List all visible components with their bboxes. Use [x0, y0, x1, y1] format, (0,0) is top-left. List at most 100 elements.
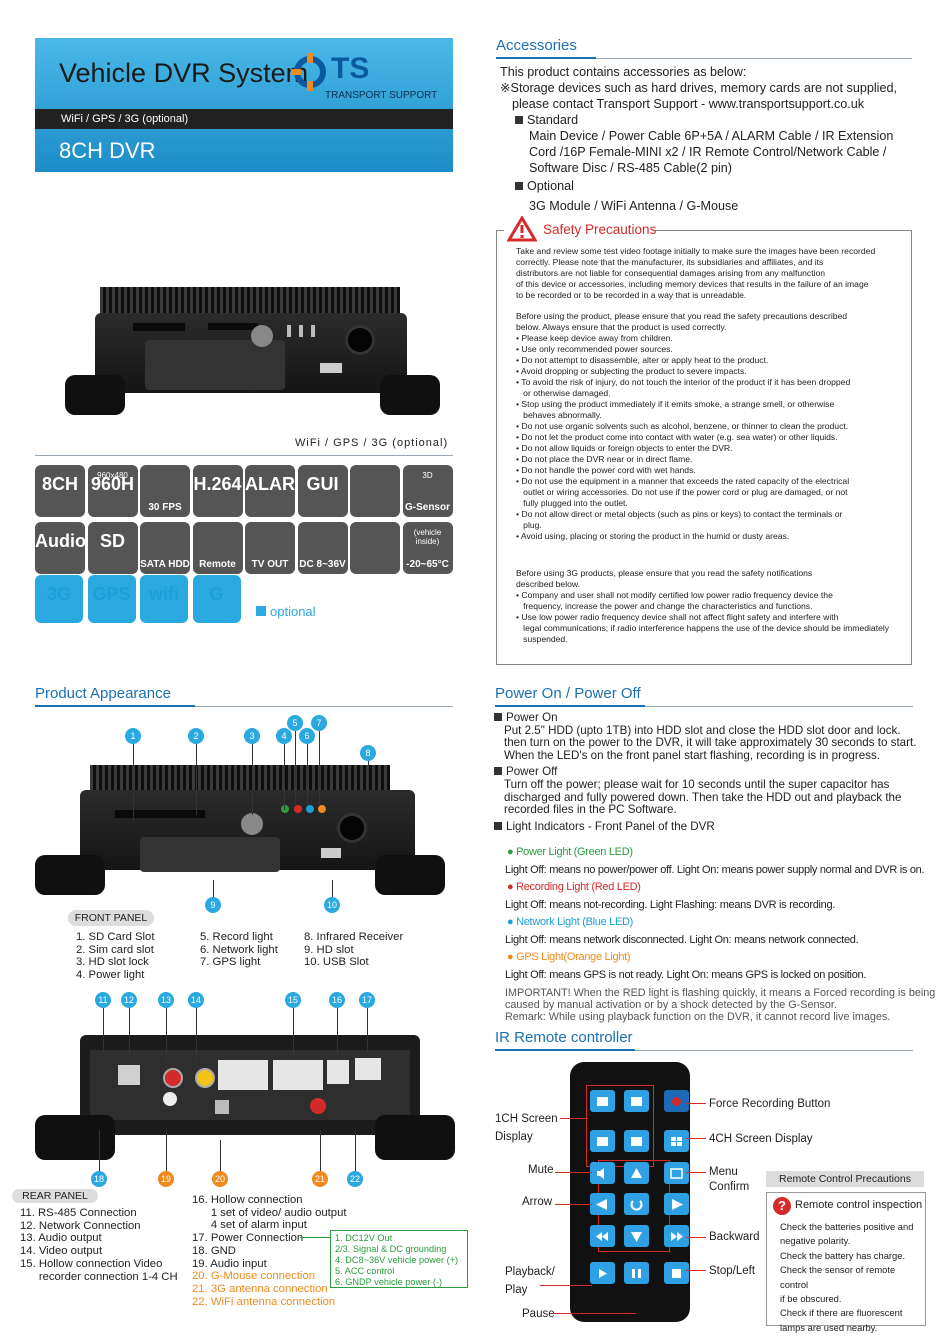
label-playback-line2: Play — [505, 1284, 528, 1296]
record-light-label: ● Recording Light (Red LED) — [507, 881, 641, 893]
power-connection-box: 1. DC12V Out 2/3. Signal & DC grounding … — [330, 1230, 468, 1288]
remote-key-screen-icon[interactable] — [590, 1130, 615, 1152]
remote-pointer-line — [560, 1118, 588, 1119]
callout-pointer — [307, 744, 308, 805]
remote-label-pause: Pause — [522, 1308, 555, 1320]
remote-precautions-title: Remote Control Precautions — [766, 1171, 924, 1187]
accessories-title: Accessories — [496, 37, 577, 54]
callout-pointer — [337, 1008, 338, 1058]
front-item: 4. Power light — [76, 969, 145, 982]
safety-line: correctly. Please note that the manufact… — [516, 257, 824, 267]
remote-key-down-icon[interactable] — [624, 1225, 649, 1247]
remote-icon: Remote — [192, 522, 243, 574]
remote-key-screen-icon[interactable] — [624, 1090, 649, 1112]
callout-pointer — [293, 1008, 294, 1060]
remote-key-mute-icon[interactable] — [590, 1162, 615, 1184]
rear-item: 14. Video output — [20, 1245, 103, 1258]
remote-key-right-icon[interactable] — [664, 1193, 689, 1215]
feature-label: -20~65°C — [406, 559, 449, 570]
remote-key-enter-icon[interactable] — [624, 1193, 649, 1215]
safety-line: behaves abnormally. — [516, 410, 602, 420]
callout-pointer — [99, 1130, 100, 1187]
accessories-intro: This product contains accessories as bel… — [500, 65, 747, 79]
remote-key-stop-icon[interactable] — [664, 1262, 689, 1284]
callout-pointer — [368, 761, 369, 790]
wifi-icon: wifi — [140, 575, 188, 623]
remote-key-pause-icon[interactable] — [624, 1262, 649, 1284]
remote-key-rewind-icon[interactable] — [590, 1225, 615, 1247]
feature-label: GPS — [92, 584, 131, 604]
safety-line: • Avoid using, placing or storing the pr… — [516, 531, 790, 541]
safety-line: Before using 3G products, please ensure … — [516, 568, 813, 578]
callout-pointer — [166, 1130, 167, 1187]
film-icon: 30 FPS — [140, 465, 190, 517]
rear-item: 4 set of alarm input — [192, 1219, 307, 1232]
rear-items-col1: 11. RS-485 Connection 12. Network Connec… — [20, 1207, 178, 1283]
safety-line: Before using the product, please ensure … — [516, 311, 848, 321]
gps-icon: GPS — [87, 575, 136, 623]
remote-key-up-icon[interactable] — [624, 1162, 649, 1184]
callout-pointer — [252, 744, 253, 815]
front-items-col3: 8. Infrared Receiver 9. HD slot 10. USB … — [304, 931, 403, 969]
callout-pointer — [220, 1140, 221, 1187]
callout-badge: 13 — [158, 992, 174, 1008]
remote-key-screen-icon[interactable] — [624, 1130, 649, 1152]
alarm-icon: ALARM — [245, 465, 295, 517]
gui-icon: GUI — [297, 465, 348, 517]
front-item: 7. GPS light — [200, 956, 261, 969]
feature-label: SATA HDD — [140, 559, 190, 570]
label-playback-line1: Playback/ — [505, 1266, 555, 1278]
remote-label-4ch: 4CH Screen Display — [709, 1133, 813, 1145]
remote-key-record-icon[interactable] — [664, 1090, 689, 1112]
callout-badge: 21 — [312, 1171, 328, 1187]
remote-key-screen4-icon[interactable] — [664, 1130, 689, 1152]
power-icon: DC 8~36V — [297, 522, 348, 574]
inspection-item: Check if there are fluorescent — [780, 1307, 903, 1319]
callout-badge: 22 — [347, 1171, 363, 1187]
safety-line: legal communications; if radio interfere… — [516, 623, 890, 633]
callout-badge: 8 — [360, 745, 376, 761]
remote-key-screen-icon[interactable] — [590, 1090, 615, 1112]
brand-name: TS — [331, 52, 370, 85]
feature-label: Audio — [35, 531, 85, 551]
callout-badge: 12 — [121, 992, 137, 1008]
sata-hdd-icon: SATA HDD — [140, 522, 190, 574]
remote-key-forward-icon[interactable] — [664, 1225, 689, 1247]
standard-line: Main Device / Power Cable 6P+5A / ALARM … — [529, 129, 894, 143]
remote-key-play-icon[interactable] — [590, 1262, 615, 1284]
callout-pointer — [284, 744, 285, 810]
safety-line: described below. — [516, 579, 581, 589]
remote-pointer-line — [555, 1204, 592, 1205]
tv-out-icon: TV OUT — [245, 522, 295, 574]
lights-label: Light Indicators - Front Panel of the DV… — [506, 819, 715, 833]
safety-line: • Avoid dropping or subjecting the produ… — [516, 366, 747, 376]
power-on-line: then turn on the power to the DVR, it wi… — [504, 736, 917, 750]
safety-line: • Do not allow direct or metal objects (… — [516, 509, 843, 519]
remote-pointer-line — [686, 1138, 706, 1139]
feature-label: SD — [99, 531, 125, 551]
h264-icon: H.264 — [192, 465, 243, 517]
label-1ch-line1: 1CH Screen — [495, 1113, 558, 1125]
remote-key-left-icon[interactable] — [590, 1193, 615, 1215]
standard-line: Software Disc / RS-485 Cable(2 pin) — [529, 161, 732, 175]
optional-accessories-text: 3G Module / WiFi Antenna / G-Mouse — [529, 199, 739, 213]
device-front-photo — [65, 275, 440, 425]
power-off-line: discharged and fully powered down. Then … — [504, 790, 902, 804]
callout-badge: 4 — [276, 728, 292, 744]
remote-inspection-title: Remote control inspection — [795, 1199, 923, 1211]
safety-line: • Do not use the equipment in a manner t… — [516, 476, 850, 486]
callout-badge: 16 — [329, 992, 345, 1008]
safety-line: plug. — [516, 520, 542, 530]
safety-line: • Use only recommended power sources. — [516, 344, 673, 354]
front-item: 2. Sim card slot — [76, 943, 154, 956]
callout-pointer — [133, 744, 134, 820]
front-item: 10. USB Slot — [304, 956, 369, 969]
rear-item: 20. G-Mouse connection — [192, 1270, 316, 1283]
remote-key-menu-icon[interactable] — [664, 1162, 689, 1184]
remote-pointer-line — [553, 1313, 636, 1314]
power-section: Power On Put 2.5" HDD (upto 1TB) into HD… — [494, 711, 944, 833]
safety-line: outlet or wiring accessories. Do not use… — [516, 487, 848, 497]
feature-label: GUI — [306, 474, 339, 494]
feature-label: wifi — [149, 584, 179, 604]
